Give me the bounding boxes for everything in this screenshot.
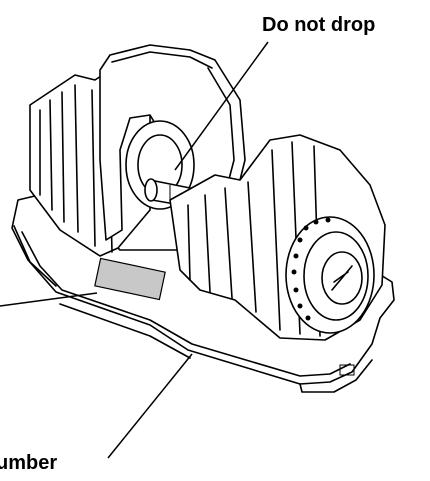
- left-callout-leader: [0, 292, 98, 307]
- do-not-drop-label: Do not drop: [262, 14, 376, 36]
- adjustment-dial: [285, 216, 375, 334]
- do-not-drop-leader: [174, 41, 269, 171]
- serial-number-label: umber: [0, 452, 58, 474]
- serial-number-leader: [107, 353, 193, 459]
- serial-label-panel: [94, 257, 166, 301]
